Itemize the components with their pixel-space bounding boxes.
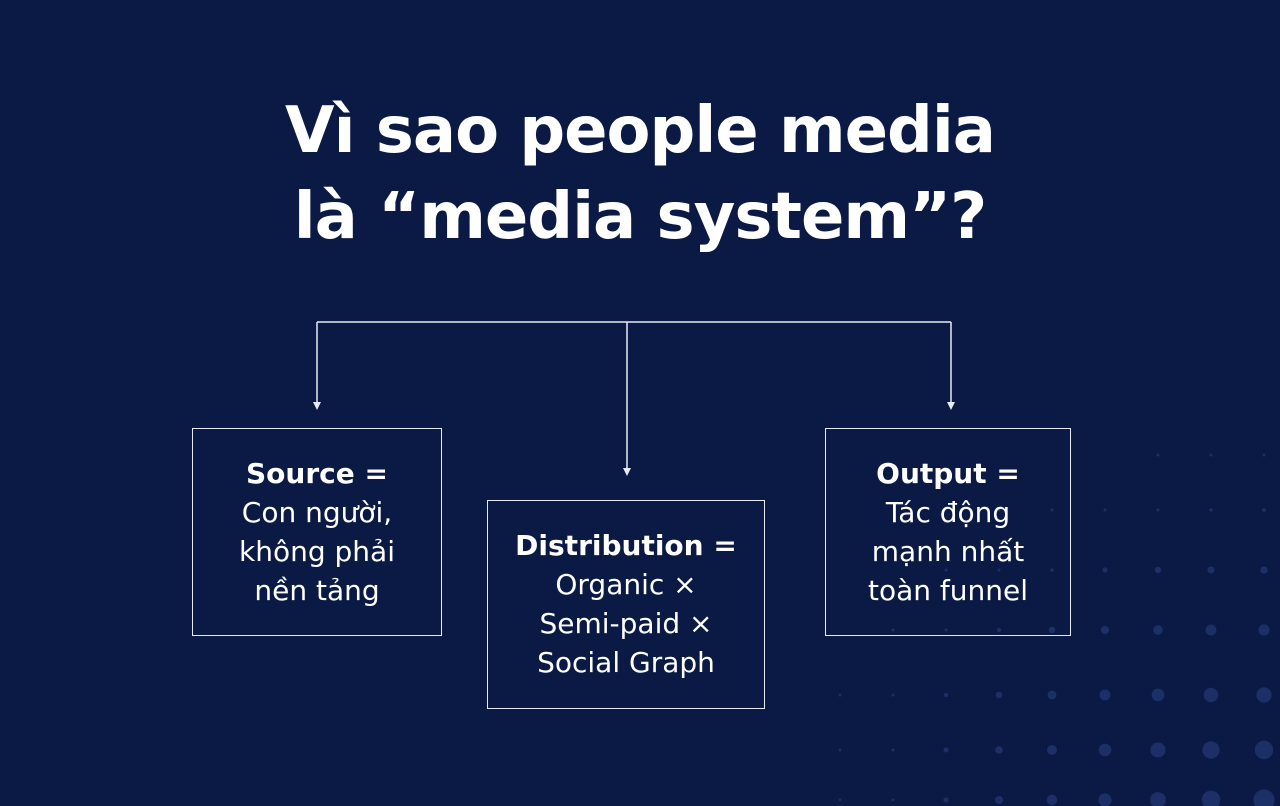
- title-line-2: là “media system”?: [293, 180, 988, 254]
- distribution-heading: Distribution =: [515, 529, 737, 562]
- distribution-line: Social Graph: [537, 646, 715, 679]
- distribution-line: Organic ×: [555, 568, 697, 601]
- output-box: Output = Tác động mạnh nhất toàn funnel: [825, 428, 1071, 636]
- arrowhead-distribution: [623, 468, 631, 476]
- source-heading: Source =: [246, 456, 388, 490]
- distribution-line: Semi-paid ×: [539, 607, 713, 640]
- output-line: mạnh nhất: [871, 534, 1025, 568]
- source-box: Source = Con người, không phải nền tảng: [192, 428, 442, 636]
- arrowhead-output: [947, 402, 955, 410]
- distribution-box: Distribution = Organic × Semi-paid × Soc…: [487, 500, 765, 709]
- slide-title: Vì sao people media là “media system”?: [140, 88, 1140, 260]
- source-line: nền tảng: [254, 573, 380, 607]
- arrowhead-source: [313, 402, 321, 410]
- source-line: Con người,: [241, 495, 393, 529]
- title-line-1: Vì sao people media: [285, 94, 996, 168]
- output-line: Tác động: [885, 495, 1011, 529]
- source-line: không phải: [239, 534, 395, 568]
- output-heading: Output =: [876, 456, 1020, 490]
- output-line: toàn funnel: [867, 573, 1028, 607]
